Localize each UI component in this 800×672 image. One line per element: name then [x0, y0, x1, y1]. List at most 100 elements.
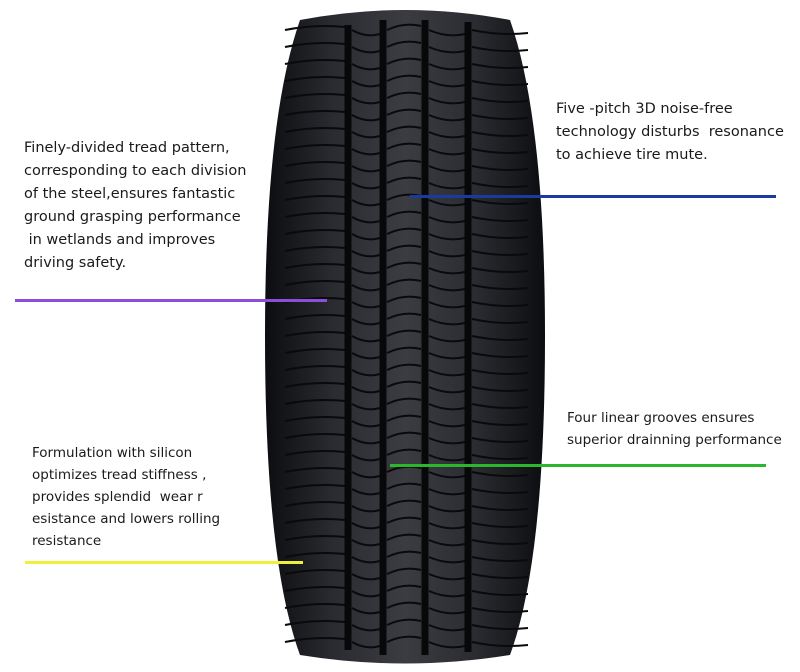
- tread-sipe: [284, 246, 346, 252]
- tread-sipe: [471, 114, 529, 120]
- tread-sipe: [471, 199, 529, 205]
- tread-sipe: [386, 176, 422, 184]
- tread-sipe: [428, 488, 466, 496]
- tread-sipe: [351, 454, 381, 462]
- tread-sipe: [284, 331, 346, 337]
- tread-sipe: [351, 114, 381, 122]
- tread-sipe: [386, 618, 422, 626]
- tread-sipe: [351, 437, 381, 445]
- tread-sipe: [284, 501, 346, 507]
- tread-sipe: [386, 74, 422, 82]
- tread-sipe: [386, 57, 422, 65]
- tread-sipe: [351, 641, 381, 649]
- tread-sipe: [284, 484, 346, 490]
- tread-sipe: [284, 144, 346, 150]
- tread-sipe: [284, 348, 346, 354]
- tread-sipe: [471, 471, 529, 477]
- tread-sipe: [471, 556, 529, 562]
- tread-sipe: [386, 499, 422, 507]
- tread-sipe: [471, 233, 529, 239]
- tread-sipe: [471, 420, 529, 426]
- tread-sipe: [428, 505, 466, 513]
- tread-sipe: [428, 386, 466, 394]
- tread-sipe: [351, 182, 381, 190]
- tread-sipe: [471, 97, 529, 103]
- tread-sipe: [351, 488, 381, 496]
- tread-sipe: [471, 454, 529, 460]
- tread-sipe: [386, 397, 422, 405]
- tread-sipe: [284, 365, 346, 371]
- tread-sipe: [471, 607, 529, 613]
- tread-sipe: [386, 516, 422, 524]
- tread-sipe: [428, 165, 466, 173]
- tread-sipe: [386, 550, 422, 558]
- tread-sipe: [284, 178, 346, 184]
- tread-sipe: [351, 624, 381, 632]
- tread-sipe: [351, 63, 381, 71]
- tread-sipe: [428, 267, 466, 275]
- tread-sipe: [386, 210, 422, 218]
- tread-sipe: [471, 29, 529, 35]
- tread-sipe: [471, 488, 529, 494]
- tread-sipe: [351, 216, 381, 224]
- tread-sipe: [428, 97, 466, 105]
- tread-sipe: [471, 301, 529, 307]
- tread-sipe: [351, 233, 381, 241]
- tread-sipe: [386, 567, 422, 575]
- tread-sipe: [284, 42, 346, 48]
- tread-sipe: [428, 471, 466, 479]
- tread-sipe: [351, 420, 381, 428]
- annotation-noise: Five -pitch 3D noise-free technology dis…: [556, 101, 784, 163]
- tread-sipe: [351, 318, 381, 326]
- tread-sipe: [284, 195, 346, 201]
- tread-sipe: [284, 552, 346, 558]
- tread-sipe: [284, 637, 346, 643]
- tread-sipe: [284, 450, 346, 456]
- tread-sipe: [428, 454, 466, 462]
- tread-sipe: [428, 624, 466, 632]
- tread-sipe: [284, 603, 346, 609]
- tread-sipe: [351, 522, 381, 530]
- tread-sipe: [428, 29, 466, 37]
- tread-sipe: [351, 131, 381, 139]
- tread-sipe: [351, 80, 381, 88]
- tread-sipe: [471, 624, 529, 630]
- silicon-pointer-line: [25, 561, 303, 564]
- tread-sipe: [471, 182, 529, 188]
- tread-sipe: [471, 335, 529, 341]
- tread-sipe: [284, 127, 346, 133]
- tread-sipe: [284, 263, 346, 269]
- tread-sipe: [471, 590, 529, 596]
- tread-sipe: [386, 261, 422, 269]
- tread-sipe: [284, 110, 346, 116]
- tread-sipe: [284, 467, 346, 473]
- tread-sipe: [428, 590, 466, 598]
- tread-sipe: [471, 216, 529, 222]
- tread-sipe: [386, 635, 422, 643]
- tread-sipe: [351, 250, 381, 258]
- tread-sipe: [471, 437, 529, 443]
- tread-sipe: [471, 267, 529, 273]
- tread-sipe: [351, 46, 381, 54]
- tread-sipe: [284, 76, 346, 82]
- tread-sipe: [284, 382, 346, 388]
- tread-sipe: [351, 301, 381, 309]
- tread-sipe: [351, 573, 381, 581]
- tread-sipe: [386, 312, 422, 320]
- tread-sipe: [284, 59, 346, 65]
- tire-body: [265, 10, 545, 664]
- tread-sipe: [351, 148, 381, 156]
- tread-sipe: [428, 46, 466, 54]
- tread-sipe: [428, 369, 466, 377]
- tread-sipe: [428, 607, 466, 615]
- tread-sipe: [471, 250, 529, 256]
- tread-sipe: [284, 25, 346, 31]
- tread-sipe: [351, 505, 381, 513]
- noise-pointer-line: [410, 195, 776, 198]
- tread-sipe: [386, 91, 422, 99]
- tread-sipe: [471, 46, 529, 52]
- tread-sipe: [386, 448, 422, 456]
- annotation-grooves: Four linear grooves ensures superior dra…: [567, 410, 782, 448]
- tread-sipe: [428, 114, 466, 122]
